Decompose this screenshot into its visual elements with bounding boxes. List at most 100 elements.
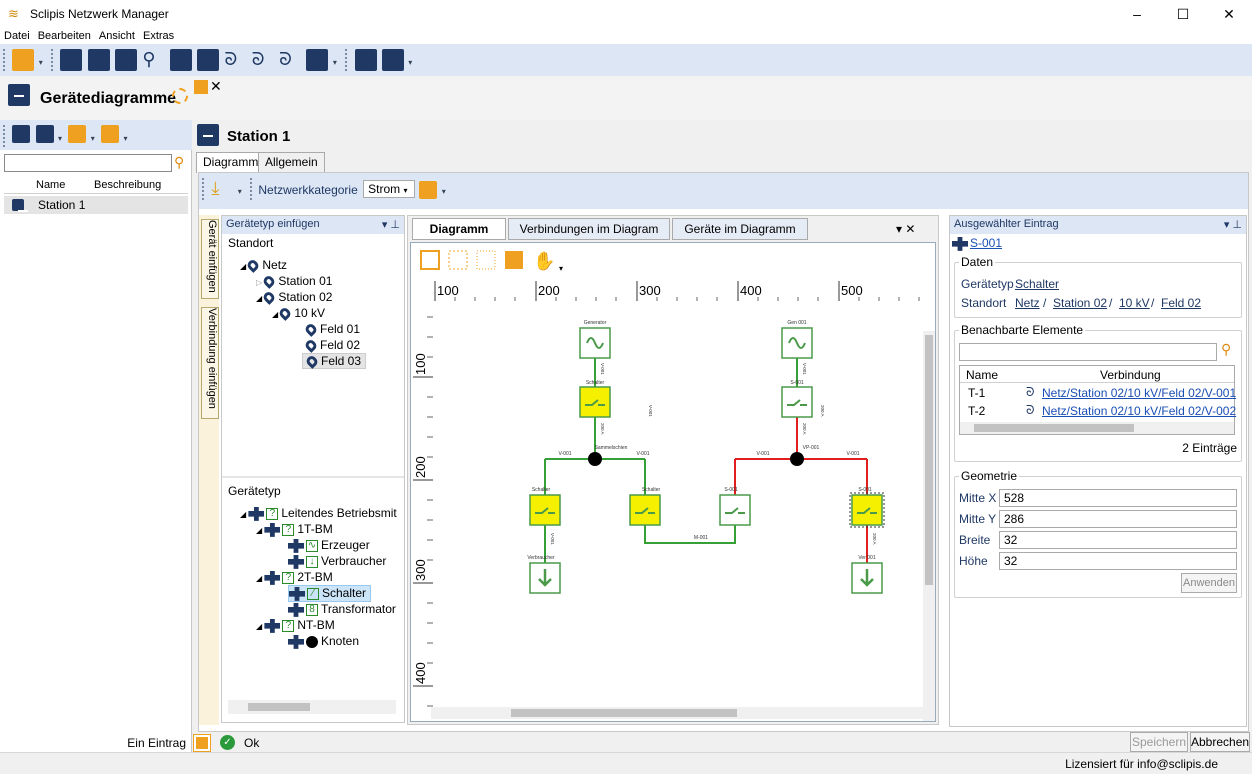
tree-item-station01[interactable]: ▷ Station 01: [256, 274, 333, 290]
scrollbar-thumb[interactable]: [511, 709, 737, 717]
type-item-verbraucher[interactable]: ↓Verbraucher: [288, 554, 386, 569]
device-icon[interactable]: [169, 49, 192, 71]
tab-insert-device[interactable]: Gerät einfügen: [201, 219, 219, 299]
mitte-y-field[interactable]: 286: [999, 510, 1237, 528]
scrollbar-thumb[interactable]: [974, 424, 1134, 432]
add-connection-icon[interactable]: ᘐ: [279, 49, 292, 69]
menu-extras[interactable]: Extras: [142, 30, 175, 42]
location-pin-icon[interactable]: ⚲: [142, 49, 156, 69]
minimize-button[interactable]: –: [1133, 6, 1141, 22]
diagram-list-icon[interactable]: [381, 49, 404, 71]
splitter[interactable]: [222, 476, 404, 478]
type-item-schalter[interactable]: ⁄Schalter: [288, 585, 372, 602]
list-item[interactable]: Station 1: [4, 196, 188, 214]
new-diagram-icon[interactable]: [12, 125, 31, 143]
column-connection[interactable]: Verbindung: [1100, 368, 1161, 382]
tab-insert-connection[interactable]: Verbindung einfügen: [201, 307, 219, 419]
tab-allgemein[interactable]: Allgemein: [258, 152, 325, 172]
overflow-icon[interactable]: ▾: [559, 264, 563, 273]
apply-button[interactable]: Anwenden: [1181, 573, 1237, 593]
maximize-button[interactable]: ☐: [1176, 6, 1190, 22]
bay-icon[interactable]: [115, 49, 138, 71]
grid-icon[interactable]: [476, 250, 496, 270]
search-icon[interactable]: ⚲: [1221, 341, 1232, 357]
scrollbar-thumb[interactable]: [248, 703, 310, 711]
tree-item-feld01[interactable]: Feld 01: [303, 322, 360, 338]
mitte-x-field[interactable]: 528: [999, 489, 1237, 507]
standort-link-voltage[interactable]: 10 kV: [1119, 296, 1150, 310]
overflow-icon[interactable]: ▾: [38, 58, 43, 67]
save-button[interactable]: Speichern: [1130, 732, 1188, 752]
column-description[interactable]: Beschreibung: [94, 179, 162, 191]
neighbors-search-input[interactable]: [959, 343, 1217, 361]
overflow-icon[interactable]: ▾: [408, 58, 413, 67]
column-name[interactable]: Name: [36, 179, 66, 191]
column-name[interactable]: Name: [966, 368, 999, 382]
connection-icon[interactable]: ᘐ: [224, 49, 238, 69]
tree-item-feld03[interactable]: Feld 03: [302, 353, 367, 370]
scrollbar-thumb[interactable]: [925, 335, 933, 585]
tab-diagramm[interactable]: Diagramm: [196, 152, 266, 173]
gear-icon[interactable]: [419, 181, 438, 199]
hoehe-field[interactable]: 32: [999, 552, 1237, 570]
menu-datei[interactable]: Datei: [4, 30, 30, 42]
import-icon[interactable]: ⤓: [211, 178, 220, 198]
tree-item-netz[interactable]: ◢ Netz: [240, 258, 288, 274]
station-icon[interactable]: [60, 49, 83, 71]
list-icon[interactable]: [68, 125, 87, 143]
select-area-icon[interactable]: [448, 250, 468, 270]
edit-diagram-icon[interactable]: [35, 125, 54, 143]
tree-item-station02[interactable]: ◢ Station 02: [256, 290, 333, 306]
cancel-button[interactable]: Abbrechen: [1190, 732, 1250, 752]
device-type-icon[interactable]: [197, 49, 220, 71]
type-item-knoten[interactable]: Knoten: [288, 634, 359, 649]
tree-item-feld02[interactable]: Feld 02: [303, 338, 360, 354]
netcat-select[interactable]: Strom ▾: [363, 180, 416, 198]
search-input[interactable]: [4, 154, 172, 172]
pin-icon[interactable]: ▾ ⊥: [1223, 219, 1242, 231]
breite-field[interactable]: 32: [999, 531, 1237, 549]
geraetetyp-link[interactable]: Schalter: [1015, 277, 1060, 291]
panel-close-icon[interactable]: ▾ ✕: [896, 222, 916, 236]
overflow-icon[interactable]: ▾: [332, 58, 337, 67]
selected-entry-link[interactable]: S-001: [970, 236, 1003, 250]
field-icon[interactable]: [87, 49, 110, 71]
network-icon[interactable]: [12, 49, 35, 71]
type-item-2tbm[interactable]: ◢ ?2T-BM: [256, 570, 333, 585]
settings-icon[interactable]: [101, 125, 120, 143]
hand-tool-icon[interactable]: ✋: [533, 250, 555, 271]
type-item-ntbm[interactable]: ◢ ?NT-BM: [256, 618, 335, 633]
type-item-erzeuger[interactable]: ∿Erzeuger: [288, 538, 370, 553]
cable-icon[interactable]: ᘐ: [251, 49, 265, 69]
overflow-icon[interactable]: ▾: [58, 134, 63, 143]
tab-diagram[interactable]: Diagramm: [412, 218, 506, 240]
arrange-icon[interactable]: [505, 251, 523, 269]
overflow-icon[interactable]: ▾: [441, 187, 446, 196]
neighbor-link[interactable]: Netz/Station 02/10 kV/Feld 02/V-002: [1042, 404, 1237, 418]
tab-devices[interactable]: Geräte im Diagramm: [672, 218, 808, 240]
type-item-leitend[interactable]: ◢ ?Leitendes Betriebsmit: [240, 506, 397, 521]
neighbor-link[interactable]: Netz/Station 02/10 kV/Feld 02/V-001: [1042, 386, 1237, 400]
pin-icon[interactable]: ▾ ⊥: [381, 219, 400, 231]
close-button[interactable]: ✕: [1223, 6, 1235, 22]
horizontal-scrollbar[interactable]: [960, 422, 1234, 434]
tree-item-10kv[interactable]: ◢ 10 kV: [272, 306, 326, 322]
tab-connections[interactable]: Verbindungen im Diagram: [508, 218, 670, 240]
standort-link-netz[interactable]: Netz: [1015, 296, 1040, 310]
select-tool-icon[interactable]: [420, 250, 440, 270]
horizontal-scrollbar[interactable]: [228, 700, 396, 714]
menu-ansicht[interactable]: Ansicht: [98, 30, 135, 42]
standort-link-station[interactable]: Station 02: [1053, 296, 1108, 310]
diagrams-icon[interactable]: [354, 49, 377, 71]
overflow-icon[interactable]: ▾: [90, 134, 95, 143]
type-item-1tbm[interactable]: ◢ ?1T-BM: [256, 522, 333, 537]
overflow-icon[interactable]: ▾: [123, 134, 128, 143]
menu-bearbeiten[interactable]: Bearbeiten: [37, 30, 91, 42]
overflow-icon[interactable]: ▾: [237, 187, 242, 196]
status-icon[interactable]: [193, 734, 211, 752]
refresh-icon[interactable]: [172, 88, 188, 104]
float-window-icon[interactable]: [194, 80, 208, 94]
search-icon[interactable]: ⚲: [174, 154, 185, 170]
